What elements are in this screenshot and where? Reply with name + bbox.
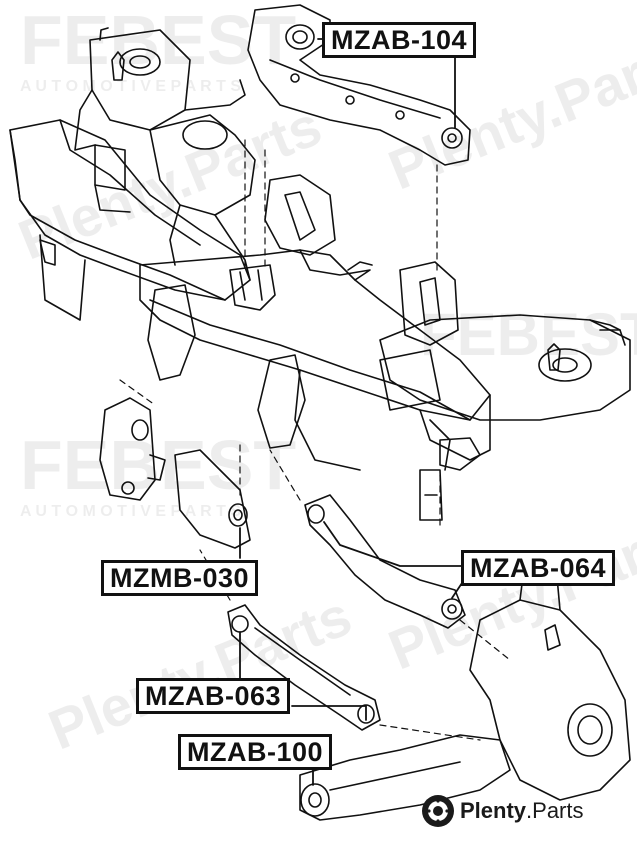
left-brackets	[147, 174, 336, 449]
part-label-mzmb-030: MZMB-030	[101, 560, 259, 596]
upper-mount-bracket-left	[74, 27, 246, 151]
differential-mount	[99, 397, 251, 549]
dashed-guides	[119, 139, 511, 741]
right-brackets	[379, 261, 459, 411]
callout-leaders	[239, 38, 463, 786]
center-bushing-blocks	[229, 264, 276, 311]
subframe-right-member	[379, 314, 631, 421]
trailing-link	[227, 604, 381, 731]
cross-tube	[149, 114, 256, 281]
part-label-mzab-064: MZAB-064	[461, 550, 616, 586]
brand-name: Plenty	[460, 798, 527, 823]
rear-mount-post	[419, 469, 443, 521]
brand-suffix: .Parts	[526, 798, 584, 823]
brand-text: Plenty.Parts	[460, 798, 584, 824]
part-label-mzab-104: MZAB-104	[322, 22, 477, 58]
plenty-parts-logo: Plenty.Parts	[420, 793, 584, 829]
lower-lateral-arm	[304, 494, 466, 629]
part-label-mzab-063: MZAB-063	[136, 678, 291, 714]
brake-disc-icon	[422, 795, 454, 827]
part-label-mzab-100: MZAB-100	[178, 734, 333, 770]
subframe-left-member	[9, 119, 251, 321]
subframe-cross-member	[139, 249, 491, 471]
